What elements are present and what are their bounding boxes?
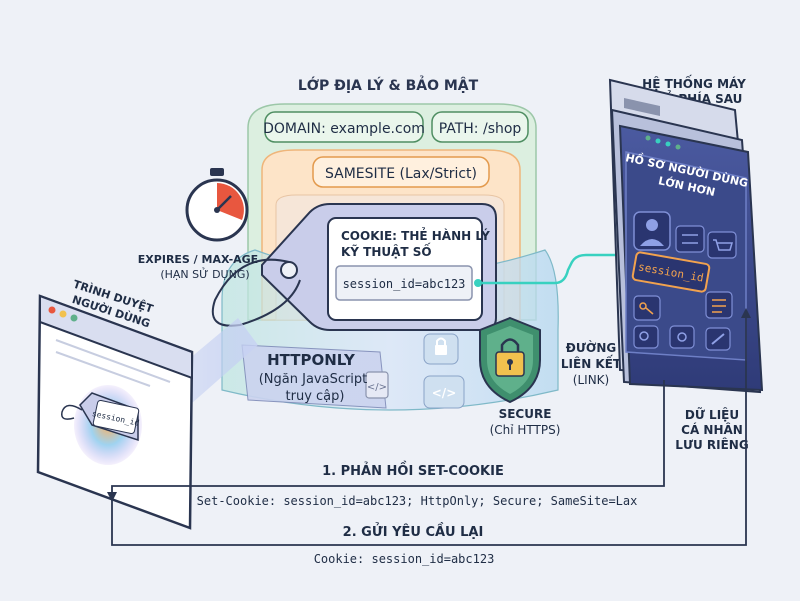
cart-icon [707,231,737,259]
profile-session-box [631,251,711,293]
domain-pill [264,111,424,143]
step2-header: Cookie: session_id=abc123 [314,552,495,566]
svg-text:</>: </> [367,382,387,393]
domain-label: DOMAIN: example.com [263,121,425,137]
expires-line2: (HẠN SỬ DỤNG) [160,267,249,281]
code-badge-icon [423,375,465,409]
step1-header: Set-Cookie: session_id=abc123; HttpOnly;… [197,494,638,508]
link-line1: ĐƯỜNG [566,340,616,355]
search-icon [633,325,659,349]
httponly-line2: truy cập) [286,389,345,404]
cookie-tag: COOKIE: THẺ HÀNH LÝ KỸ THUẬT SỐ session_… [211,203,497,331]
request-arrow [111,316,747,546]
layers-title: LỚP ĐỊA LÝ & BẢO MẬT [298,75,479,94]
svg-text:</>: </> [432,386,457,400]
step2-title: 2. GỬI YÊU CẦU LẠI [343,522,484,540]
private-line3: LƯU RIÊNG [675,437,748,452]
settings-icon [675,225,705,253]
samesite-label: SAMESITE (Lax/Strict) [325,166,477,182]
set-cookie-arrow [111,380,665,495]
stopwatch-icon [185,168,249,242]
link-line3: (LINK) [573,373,609,387]
cookie-value: session_id=abc123 [343,277,466,291]
cookie-title-line1: COOKIE: THẺ HÀNH LÝ [341,227,490,243]
link-line2: LIÊN KẾT [561,355,622,371]
browser-window: session_id [36,294,194,530]
path-pill [431,111,529,143]
private-line1: DỮ LIỆU [685,407,739,422]
private-line2: CÁ NHÂN [681,422,743,437]
gear-icon [669,325,695,349]
secure-subtitle: (Chỉ HTTPS) [490,423,561,437]
httponly-title: HTTPONLY [267,351,356,369]
httponly-line1: (Ngăn JavaScript [259,372,368,387]
secure-title: SECURE [499,407,552,421]
link-node [474,279,482,287]
cookie-title-line2: KỸ THUẬT SỐ [341,242,432,259]
path-label: PATH: /shop [439,121,522,137]
shield-icon [479,316,541,404]
document-icon [705,291,733,319]
server-line1: HỆ THỐNG MÁY [642,74,746,91]
code-file-icon [365,371,389,399]
step1-title: 1. PHẢN HỒI SET-COOKIE [322,461,504,479]
profile-panel: HỒ SƠ NGƯỜI DÙNG LỚN HƠN session_id [624,149,750,361]
link-line [482,253,632,285]
httponly-panel: </> [241,344,389,409]
expires-line1: EXPIRES / MAX-AGE [138,253,258,266]
cookie-value-box [335,265,473,301]
samesite-pill [312,156,490,188]
browser-tag-card [92,399,140,435]
